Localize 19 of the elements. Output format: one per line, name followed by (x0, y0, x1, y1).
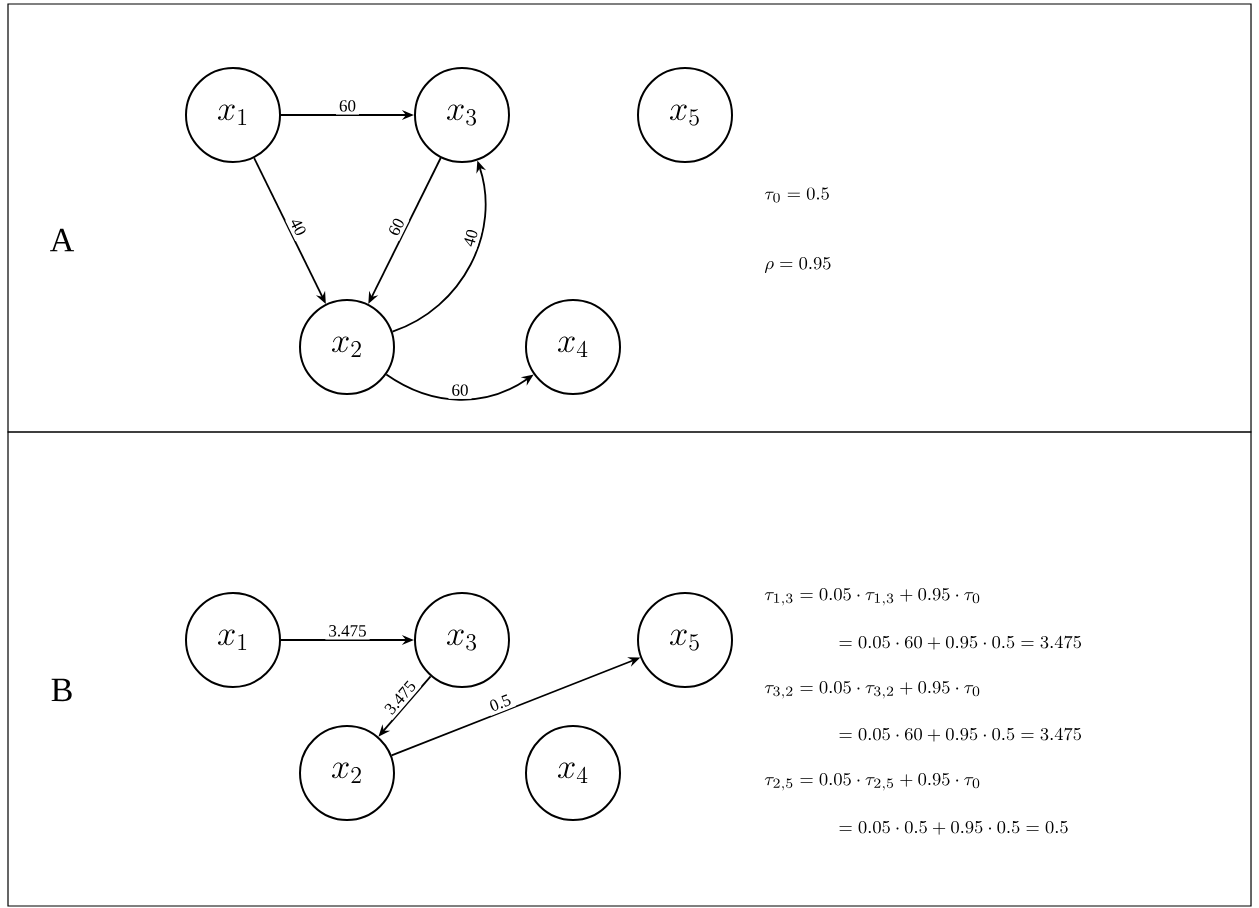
formula: $\tau_{3,2} = 0.05 \cdot \tau_{3,2} + 0.95 \cdot \tau_0$ (764, 681, 980, 699)
formula: $\rho = 0.95$ (764, 257, 831, 273)
edge-label: 60 (336, 97, 359, 115)
edge-label: 3.475 (325, 622, 370, 640)
formula: $= 0.05 \cdot 60 + 0.95 \cdot 0.5 = 3.475$ (839, 635, 1081, 650)
panel-letter: B (51, 678, 72, 702)
formula: $\tau_{2,5} = 0.05 \cdot \tau_{2,5} + 0.95 \cdot \tau_0$ (764, 773, 980, 791)
edge-label: 40 (459, 224, 483, 252)
formula: $= 0.05 \cdot 60 + 0.95 \cdot 0.5 = 3.475$ (839, 727, 1081, 742)
formula: $\tau_{1,3} = 0.05 \cdot \tau_{1,3} + 0.95 \cdot \tau_0$ (764, 588, 980, 606)
panel (7, 3, 1252, 433)
edge-label: 60 (448, 381, 472, 399)
formula: $= 0.05 \cdot 0.5 + 0.95 \cdot 0.5 = 0.5$ (839, 821, 1068, 835)
panel (7, 431, 1252, 907)
panel-letter: A (50, 228, 75, 252)
edge-label: 60 (383, 212, 410, 242)
edge-label: 0.5 (484, 689, 517, 716)
edge-label: 40 (285, 212, 312, 242)
formula: $\tau_0 = 0.5$ (764, 187, 829, 203)
